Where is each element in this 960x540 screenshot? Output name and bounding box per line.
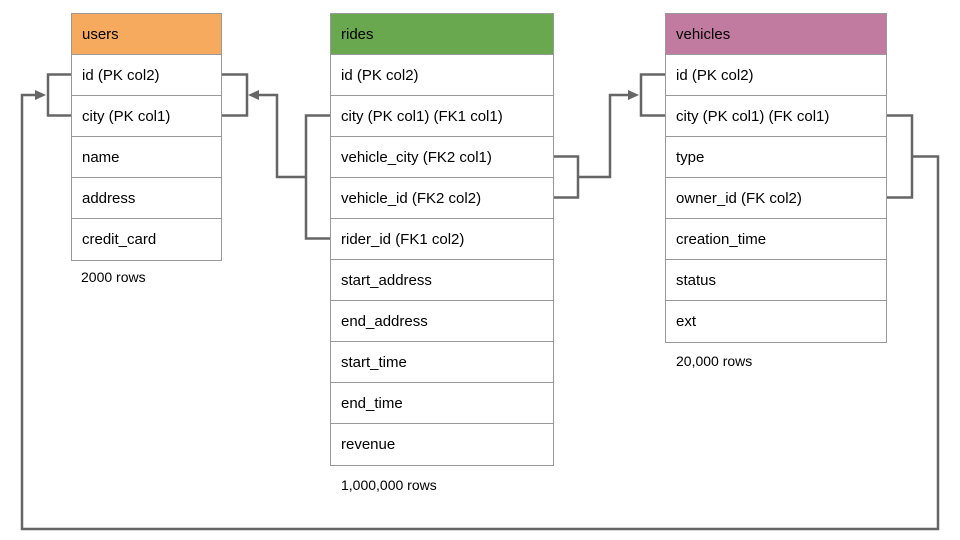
rides-users-line [259,93,306,179]
table-row: name [72,137,221,178]
table-row: rider_id (FK1 col2) [331,219,553,260]
table-row: id (PK col2) [331,55,553,96]
users-row-count: 2000 rows [81,269,146,285]
table-row: end_address [331,301,553,342]
users-pk-left-bracket [46,73,71,117]
table-users: users id (PK col2) city (PK col1) name a… [71,13,222,261]
table-row: city (PK col1) [72,96,221,137]
table-row: status [666,260,886,301]
rides-fk1-bracket [304,114,330,240]
users-table-header: users [72,14,221,55]
rides-fk2-bracket [554,155,580,199]
vehicles-pk-bracket [639,73,665,117]
vehicles-users-connector [20,73,940,531]
table-row: revenue [331,424,553,465]
rides-users-connector [221,73,330,240]
table-row: vehicle_city (FK2 col1) [331,137,553,178]
table-row: vehicle_id (FK2 col2) [331,178,553,219]
table-row: city (PK col1) (FK1 col1) [331,96,553,137]
table-row: start_address [331,260,553,301]
arrowhead-right-icon [35,90,46,100]
table-row: id (PK col2) [72,55,221,96]
table-row: credit_card [72,219,221,260]
table-row: creation_time [666,219,886,260]
arrowhead-left-icon [248,90,259,100]
rides-table-header: rides [331,14,553,55]
table-vehicles: vehicles id (PK col2) city (PK col1) (FK… [665,13,887,343]
vehicles-row-count: 20,000 rows [676,353,753,369]
table-row: id (PK col2) [666,55,886,96]
arrowhead-right-icon [628,90,639,100]
table-row: ext [666,301,886,342]
rides-vehicles-connector [554,73,665,199]
vehicles-fk-bracket [887,114,914,199]
table-row: end_time [331,383,553,424]
table-row: address [72,178,221,219]
rides-vehicles-line [578,93,628,179]
vehicles-users-loop-line [20,93,940,531]
table-row: owner_id (FK col2) [666,178,886,219]
rides-row-count: 1,000,000 rows [341,477,437,493]
users-pk-bracket [221,73,249,117]
table-rides: rides id (PK col2) city (PK col1) (FK1 c… [330,13,554,466]
table-row: city (PK col1) (FK col1) [666,96,886,137]
table-row: start_time [331,342,553,383]
vehicles-table-header: vehicles [666,14,886,55]
table-row: type [666,137,886,178]
